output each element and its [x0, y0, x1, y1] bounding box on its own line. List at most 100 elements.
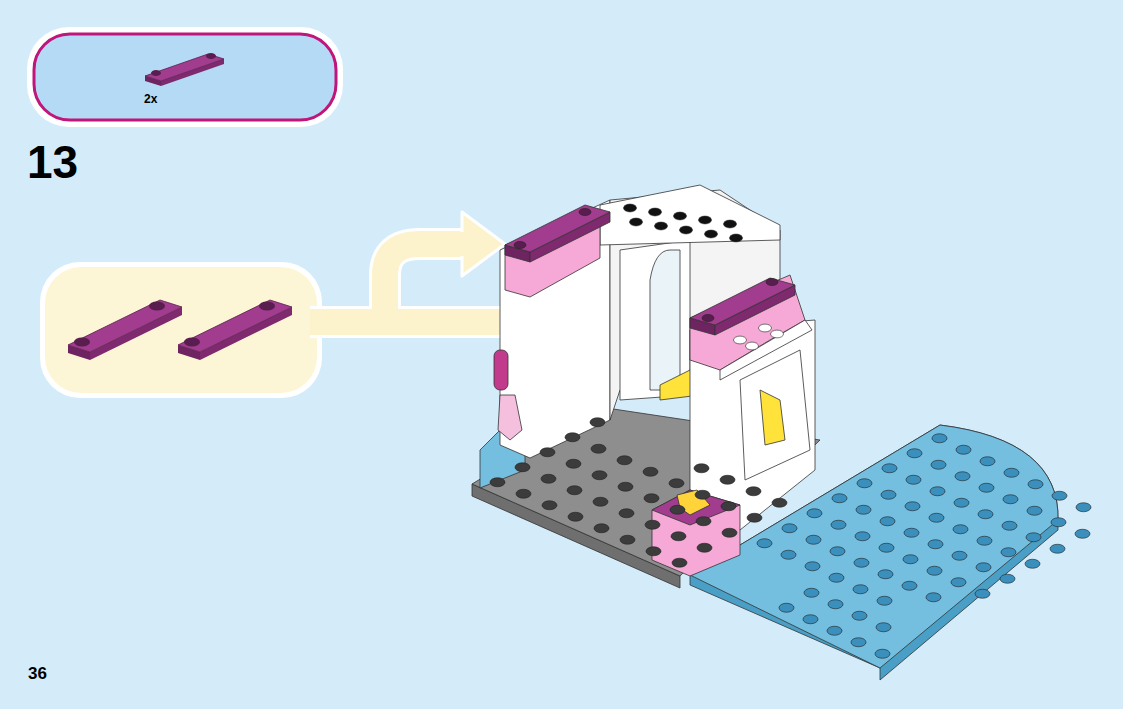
stud: [928, 540, 943, 549]
stud: [956, 445, 971, 454]
stud: [906, 475, 921, 484]
stud: [490, 478, 505, 487]
stud: [696, 517, 711, 526]
stud: [904, 528, 919, 537]
stud: [878, 570, 893, 579]
stud: [877, 596, 892, 605]
stud: [829, 573, 844, 582]
stud: [674, 212, 687, 220]
stud: [930, 487, 945, 496]
sub-callout-box: [45, 267, 317, 393]
stud: [881, 490, 896, 499]
stud: [854, 558, 869, 567]
stud: [876, 623, 891, 632]
stud: [594, 524, 609, 533]
stud: [951, 578, 966, 587]
stud: [1004, 468, 1019, 477]
stud: [926, 593, 941, 602]
stud: [579, 208, 591, 215]
stud: [1028, 480, 1043, 489]
stud: [671, 532, 686, 541]
stud: [856, 505, 871, 514]
callout-frame: [27, 27, 343, 127]
stud: [782, 524, 797, 533]
stud: [721, 502, 736, 511]
stud: [853, 585, 868, 594]
stud: [875, 649, 890, 658]
stud: [857, 479, 872, 488]
stud: [882, 464, 897, 473]
stud: [1052, 491, 1067, 500]
stud: [978, 510, 993, 519]
quantity-label: 2x: [144, 92, 157, 106]
stud: [591, 444, 606, 453]
stud: [1025, 559, 1040, 568]
step-number: 13: [27, 136, 78, 188]
stud: [722, 528, 737, 537]
stud: [568, 512, 583, 521]
stud: [931, 460, 946, 469]
stud: [746, 342, 759, 350]
stud: [907, 449, 922, 458]
stud: [929, 513, 944, 522]
stud: [905, 502, 920, 511]
callout-box: [34, 34, 336, 120]
stud: [975, 589, 990, 598]
stud: [649, 208, 662, 216]
stud: [781, 550, 796, 559]
stud: [954, 498, 969, 507]
stud: [855, 532, 870, 541]
stud: [772, 498, 787, 507]
stud: [902, 581, 917, 590]
stud: [567, 486, 582, 495]
stud: [680, 226, 693, 234]
stud: [566, 459, 581, 468]
parts-callout: 2x: [34, 34, 336, 120]
stud: [852, 611, 867, 620]
stud: [980, 457, 995, 466]
studs: [490, 204, 1091, 658]
stud: [702, 314, 714, 321]
stud: [620, 535, 635, 544]
stud: [803, 615, 818, 624]
stud: [724, 220, 737, 228]
stud: [644, 494, 659, 503]
stud: [1027, 506, 1042, 515]
stud: [830, 547, 845, 556]
stud: [655, 222, 668, 230]
page-number: 36: [28, 664, 47, 684]
stud: [976, 563, 991, 572]
stud: [514, 241, 526, 248]
plate-icon: [145, 53, 224, 86]
stud: [697, 543, 712, 552]
stud: [927, 566, 942, 575]
stud: [747, 513, 762, 522]
stud: [807, 509, 822, 518]
stud: [734, 336, 747, 344]
stud: [779, 603, 794, 612]
stud: [1050, 544, 1065, 553]
stud: [645, 520, 660, 529]
stud: [630, 218, 643, 226]
stud: [979, 483, 994, 492]
stud: [932, 434, 947, 443]
stud: [880, 517, 895, 526]
stud: [955, 472, 970, 481]
stud: [695, 490, 710, 499]
stud: [1075, 529, 1090, 538]
stud: [1026, 533, 1041, 542]
stud: [805, 562, 820, 571]
stud: [590, 418, 605, 427]
stud: [617, 456, 632, 465]
stud: [516, 489, 531, 498]
stud: [879, 543, 894, 552]
stud: [851, 638, 866, 647]
stud: [672, 558, 687, 567]
stud: [646, 547, 661, 556]
stud: [542, 501, 557, 510]
stud: [593, 497, 608, 506]
stud: [669, 479, 684, 488]
stud: [619, 509, 634, 518]
stud: [720, 475, 735, 484]
